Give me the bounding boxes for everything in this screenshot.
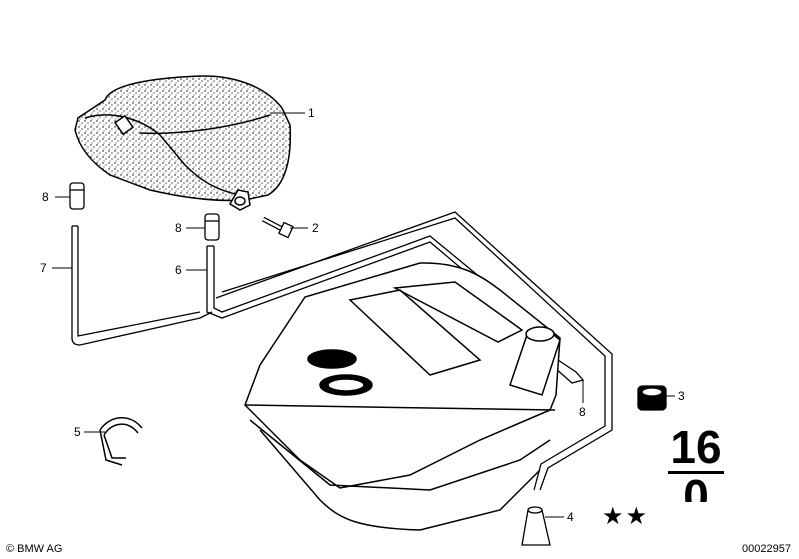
fuel-tank	[244, 262, 561, 531]
group-sub: 0	[683, 474, 709, 502]
callout-4: 4	[567, 510, 574, 524]
rubber-grommet	[637, 385, 667, 411]
callout-8b: 8	[175, 221, 182, 235]
group-number: 16 0	[668, 424, 724, 502]
copyright: © BMW AG	[6, 543, 63, 555]
callout-3: 3	[678, 389, 685, 403]
callout-1: 1	[308, 106, 315, 120]
bolt	[261, 216, 294, 239]
expansion-tank	[74, 75, 292, 211]
group-main: 16	[668, 424, 724, 474]
hose-left	[71, 225, 213, 346]
callout-7: 7	[40, 261, 47, 275]
hose-clamps	[69, 182, 585, 384]
callout-6: 6	[175, 263, 182, 277]
callout-2: 2	[312, 221, 319, 235]
callout-5: 5	[74, 425, 81, 439]
hose-end	[521, 506, 551, 546]
star-icon: ★★	[602, 502, 650, 530]
callout-8c: 8	[579, 405, 586, 419]
part-number: 00022957	[742, 543, 791, 555]
leader-lines	[52, 112, 675, 518]
tank-strap	[99, 417, 143, 466]
callout-8a: 8	[42, 190, 49, 204]
